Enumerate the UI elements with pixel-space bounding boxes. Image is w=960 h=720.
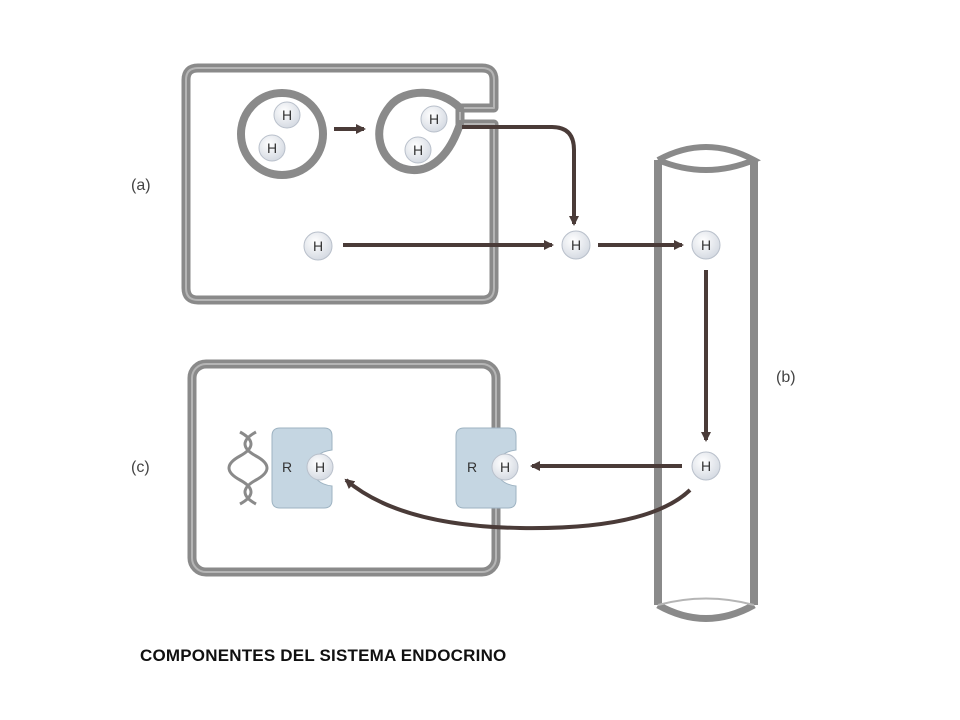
blood-vessel — [654, 144, 761, 622]
hormone-molecule: H — [273, 101, 301, 129]
hormone-molecule: H — [404, 136, 432, 164]
hormone-label: H — [701, 237, 711, 253]
to-nuclear-receptor-arrow — [344, 478, 692, 531]
label-a: (a) — [131, 177, 151, 194]
hormone-molecule: H — [306, 453, 334, 481]
diagram-caption: COMPONENTES DEL SISTEMA ENDOCRINO — [140, 646, 507, 665]
hormone-molecule: H — [561, 230, 591, 260]
exocytosis-vesicle — [375, 88, 464, 174]
exocytosis-arrow — [462, 125, 579, 226]
membrane-receptor — [455, 427, 517, 509]
hormone-label: H — [282, 107, 292, 123]
hormone-molecule: H — [491, 453, 519, 481]
nuclear-receptor — [271, 427, 333, 509]
hormone-label: H — [571, 237, 581, 253]
hormone-molecule: H — [303, 231, 333, 261]
dna-icon — [227, 430, 269, 506]
receptor-label: R — [282, 459, 292, 475]
secretory-vesicle — [237, 89, 327, 179]
arrows — [334, 124, 711, 531]
hormone-label: H — [429, 111, 439, 127]
hormone-molecule: H — [420, 105, 448, 133]
hormone-label: H — [315, 459, 325, 475]
receptor-label: R — [467, 459, 477, 475]
secretory-cell — [181, 63, 499, 305]
hormone-molecule: H — [691, 451, 721, 481]
label-c: (c) — [131, 459, 150, 476]
hormone-label: H — [500, 459, 510, 475]
hormone-molecule: H — [691, 230, 721, 260]
hormone-label: H — [313, 238, 323, 254]
target-cell — [187, 359, 501, 577]
hormone-label: H — [413, 142, 423, 158]
hormone-label: H — [267, 140, 277, 156]
label-b: (b) — [776, 369, 796, 386]
hormone-label: H — [701, 458, 711, 474]
hormone-molecule: H — [258, 134, 286, 162]
